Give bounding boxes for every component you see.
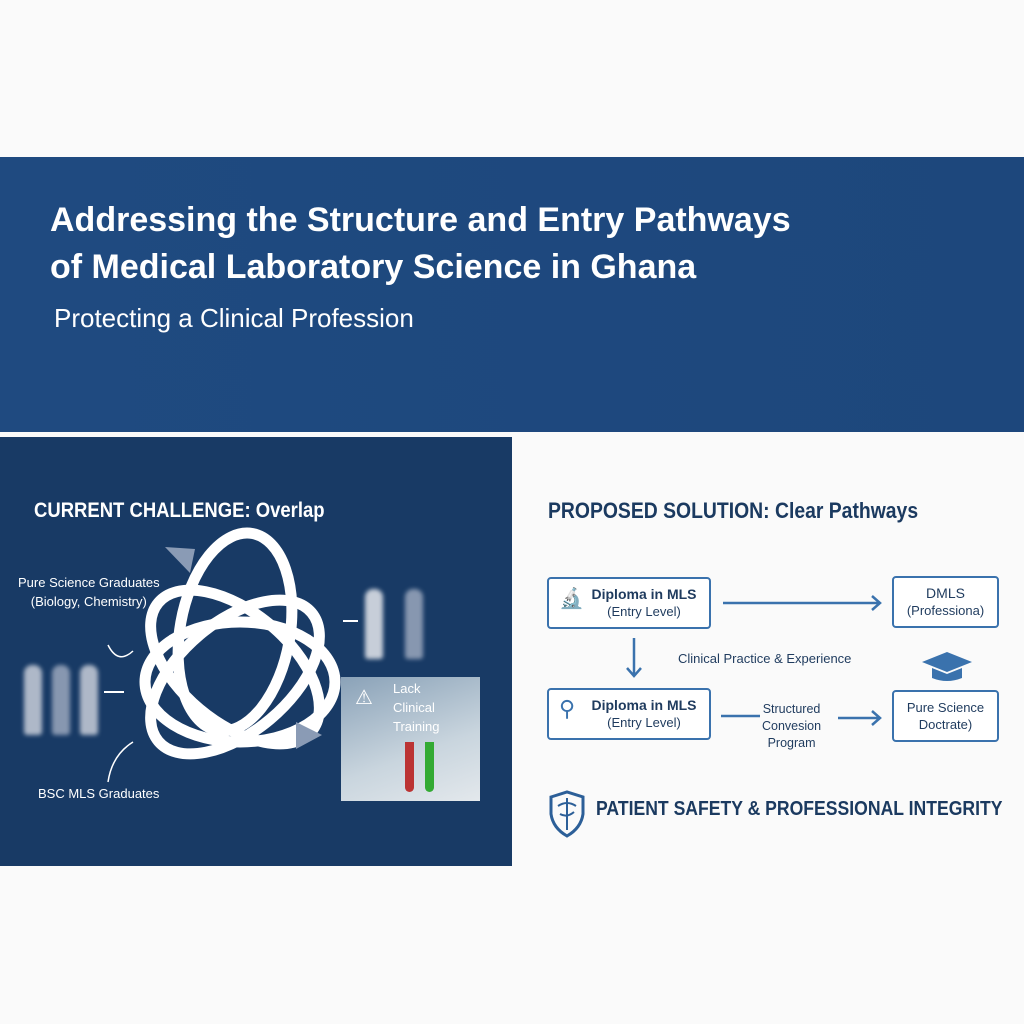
person-icon [80, 665, 98, 735]
magnifier-icon: ⚲ [559, 696, 576, 721]
warning-icon: ⚠ [355, 687, 373, 709]
person-icon [365, 589, 383, 659]
challenge-heading: CURRENT CHALLENGE: Overlap [34, 499, 325, 522]
person-icon [24, 665, 42, 735]
shield-caduceus-icon [549, 790, 585, 838]
solution-heading: PROPOSED SOLUTION: Clear Pathways [548, 498, 919, 523]
safety-label: PATIENT SAFETY & PROFESSIONAL INTEGRITY [596, 798, 1003, 820]
page-subtitle: Protecting a Clinical Profession [54, 303, 414, 333]
graduation-cap-icon [922, 652, 972, 681]
diploma-entry-box: 🔬 Diploma in MLS(Entry Level) [547, 577, 711, 629]
challenge-panel: CURRENT CHALLENGE: Overlap Pure Science … [0, 437, 512, 866]
test-tube-green [425, 742, 434, 792]
dmls-box: DMLS(Professiona) [892, 576, 999, 628]
clinical-practice-label: Clinical Practice & Experience [678, 651, 852, 666]
microscope-icon: 🔬 [559, 588, 584, 610]
bsc-label: BSC MLS Graduates [38, 786, 160, 801]
header-banner: Addressing the Structure and Entry Pathw… [0, 157, 1024, 432]
pure-science-label: Pure Science Graduates(Biology, Chemistr… [18, 575, 160, 609]
diploma-entry-box-2: ⚲ Diploma in MLS(Entry Level) [547, 688, 711, 740]
person-icon [405, 589, 423, 659]
page-title: Addressing the Structure and Entry Pathw… [50, 201, 791, 286]
person-icon [52, 665, 70, 735]
test-tube-red [405, 742, 414, 792]
overlap-knot-icon [104, 527, 358, 783]
